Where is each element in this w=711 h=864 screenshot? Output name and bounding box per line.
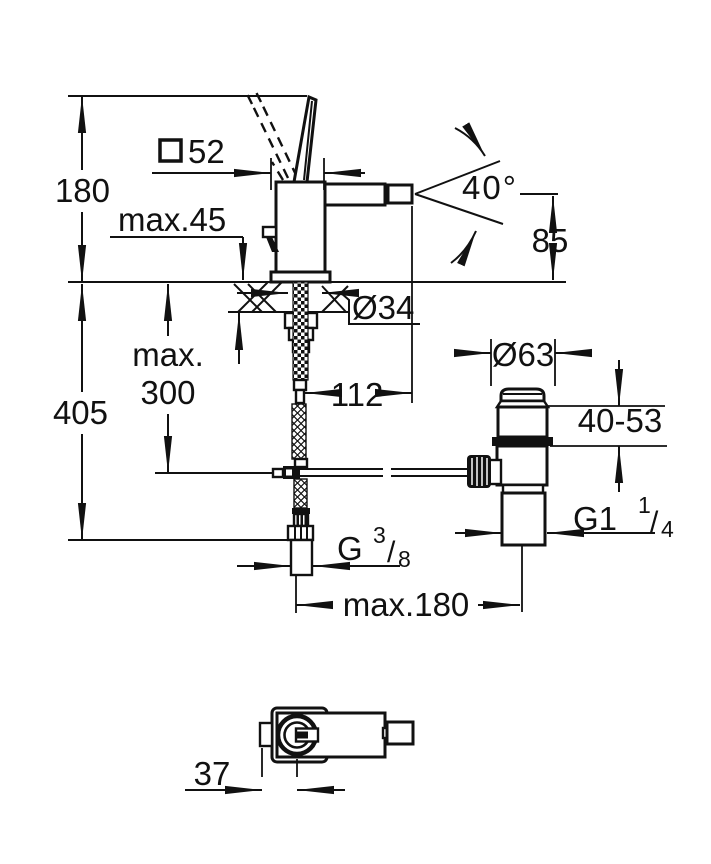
reference-lines <box>68 95 566 541</box>
threaded-shank <box>292 281 309 381</box>
faucet-front-view <box>244 89 414 284</box>
faucet-body <box>274 180 327 274</box>
dim-112-label: 112 <box>331 376 384 413</box>
dim-dia-34: Ø34 <box>237 288 420 326</box>
side-tab-wedge <box>266 237 279 252</box>
dim-square-52: 52 <box>152 133 365 190</box>
lever-handle-inner-line <box>303 100 313 181</box>
dim-dia-63: Ø63 <box>454 336 592 386</box>
dim-180-label: 180 <box>55 172 110 209</box>
dim-angle-40: 40° <box>414 122 518 267</box>
angle-arc-lower <box>450 230 477 267</box>
waste-body <box>495 444 549 487</box>
hose-nut-band <box>292 508 310 514</box>
dim-37-label: 37 <box>194 755 231 792</box>
dim-g114-base: G1 <box>573 500 617 537</box>
spout <box>323 182 387 207</box>
hose-collar <box>293 457 309 469</box>
dim-max45-label: max.45 <box>118 201 226 238</box>
dim-g38-slash: / <box>387 536 396 569</box>
waste-gasket <box>492 437 553 446</box>
dim-g38-base: G <box>337 530 363 567</box>
dim-g38-sub: 8 <box>398 546 411 572</box>
dim-dia34-label: Ø34 <box>352 289 414 326</box>
dim-g114-slash: / <box>650 506 659 539</box>
dim-max300-label-line1: max. <box>132 336 204 373</box>
rod-end-fitting <box>271 467 285 479</box>
dim-max180-label: max.180 <box>343 586 470 623</box>
dim-g-38: G 3 / 8 <box>237 522 411 572</box>
knurled-knob <box>467 455 491 488</box>
dim-40-53-label: 40-53 <box>578 402 662 439</box>
faucet-top-view <box>258 706 415 777</box>
popup-rod <box>300 468 468 477</box>
rod-clamp-notch <box>286 469 292 476</box>
dim-37: 37 <box>185 755 345 795</box>
knob-ridges <box>471 457 488 486</box>
dim-square-52-label: 52 <box>188 133 225 170</box>
waste-tailpipe <box>500 491 547 547</box>
flex-hose-upper <box>291 403 307 460</box>
dim-g114-sub: 4 <box>661 516 674 542</box>
dim-180: 180 <box>55 96 110 282</box>
top-view-lever-bar <box>296 731 308 739</box>
top-view-side-tab <box>258 721 274 748</box>
dim-85: 85 <box>520 193 569 280</box>
waste-neck <box>496 405 549 439</box>
dim-40-53: 40-53 <box>548 360 667 492</box>
side-tab <box>261 225 278 239</box>
faucet-base <box>269 270 332 284</box>
dim-112: 112 <box>305 376 412 413</box>
dim-85-label: 85 <box>532 222 569 259</box>
dim-max-180: max.180 <box>295 575 520 623</box>
flex-hose-lower <box>293 478 308 509</box>
shank-and-hose <box>271 281 468 577</box>
dim-max-300: max. 300 <box>132 284 204 473</box>
supply-tube <box>289 538 314 577</box>
dim-g1-14: G1 1 / 4 <box>455 492 674 542</box>
popup-waste-assembly <box>467 387 553 612</box>
shank-end-tip <box>294 388 306 405</box>
dim-g38-sup: 3 <box>373 522 386 548</box>
top-view-aerator <box>385 720 415 746</box>
dim-angle-label: 40° <box>462 169 518 206</box>
dim-405: 405 <box>53 284 108 540</box>
square-symbol <box>158 138 183 163</box>
aerator-tip <box>386 183 414 205</box>
shank-end-step <box>292 378 308 392</box>
lever-dashed-position <box>244 89 299 181</box>
deck-hatching <box>233 281 349 313</box>
dim-dia63-label: Ø63 <box>492 336 554 373</box>
dim-max-45: max.45 <box>110 201 248 364</box>
dim-g114-sup: 1 <box>638 492 651 518</box>
dim-405-label: 405 <box>53 394 108 431</box>
dim-max300-label-line2: 300 <box>140 374 195 411</box>
angle-arc-upper <box>454 122 486 157</box>
